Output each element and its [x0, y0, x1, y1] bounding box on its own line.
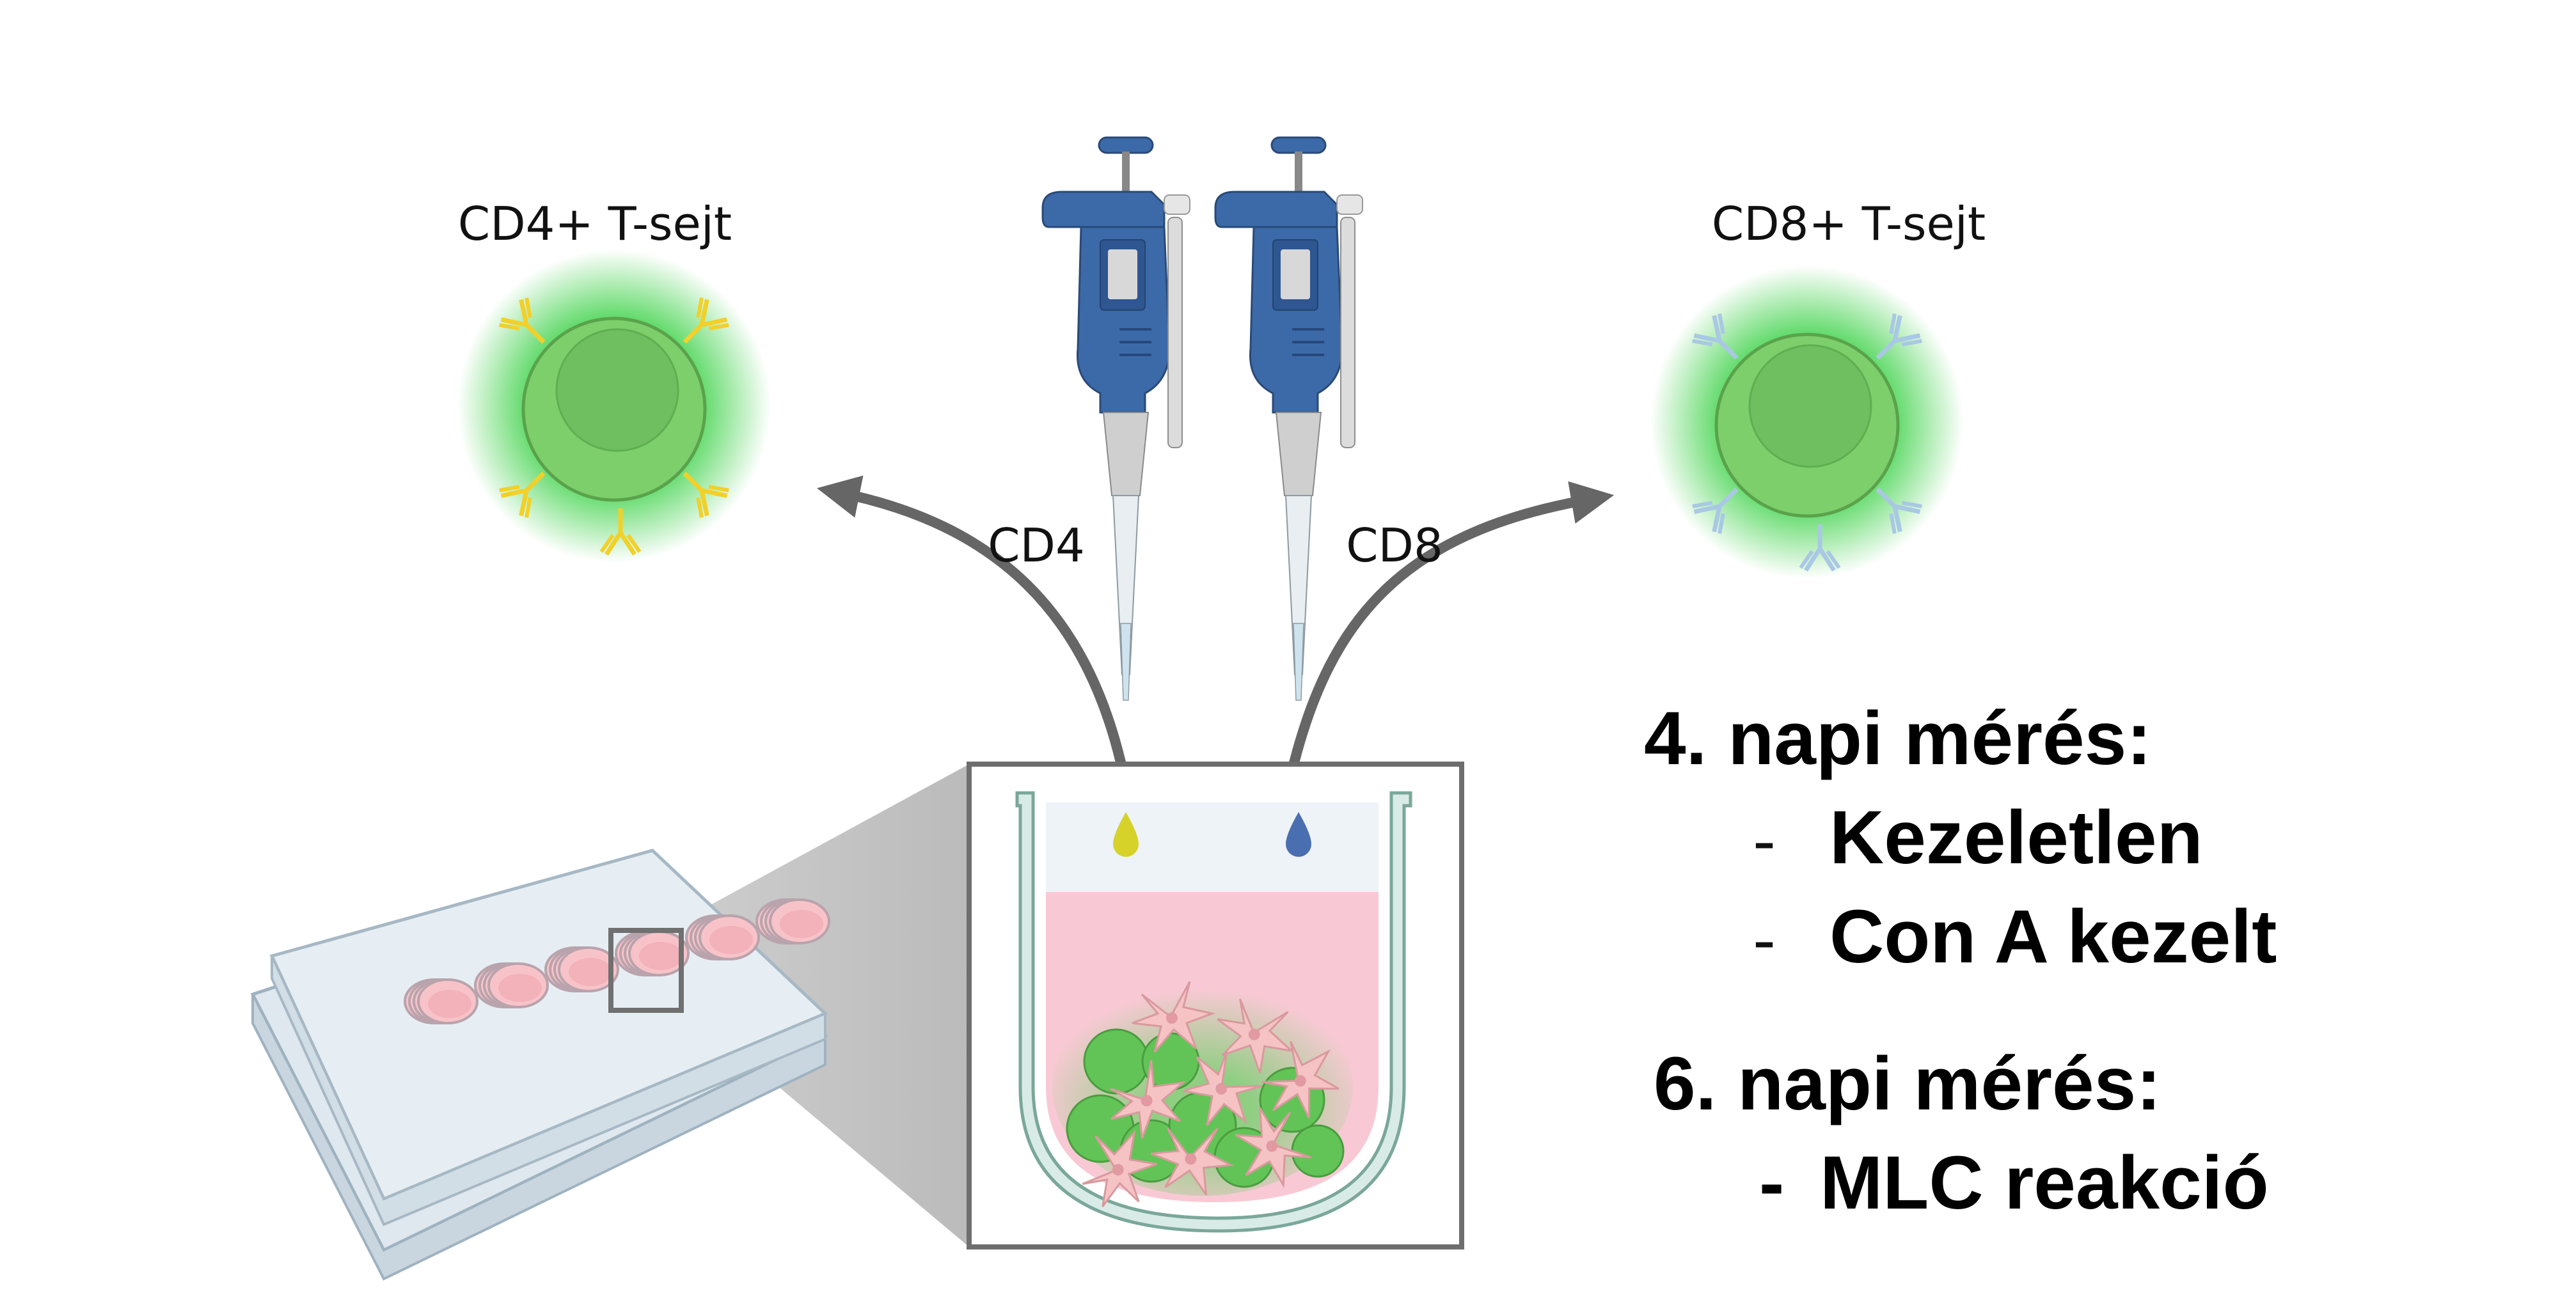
day4-item-2: Con A kezelt	[1829, 895, 2277, 979]
cd4-cell-label: CD4+ T-sejt	[458, 197, 732, 251]
zoom-box	[608, 928, 684, 1013]
arrow-to-cd8	[1287, 481, 1615, 772]
day4-item-1: Kezeletlen	[1829, 795, 2203, 880]
day6-item-1: MLC reakció	[1820, 1141, 2269, 1225]
measurement-notes: 4. napi mérés: - Kezeletlen - Con A keze…	[1644, 696, 2277, 1225]
day6-title: 6. napi mérés:	[1654, 1042, 2161, 1126]
plate-well-liquid	[709, 926, 753, 954]
day6-item-1-bullet: -	[1759, 1141, 1784, 1225]
plate-well-liquid	[639, 942, 683, 970]
day4-title: 4. napi mérés:	[1644, 696, 2152, 781]
plate-well-liquid	[428, 990, 471, 1018]
pipette-cd8	[1214, 136, 1364, 701]
cd8-pipette-label: CD8	[1346, 519, 1443, 572]
day4-item-1-bullet: -	[1753, 804, 1776, 879]
pipette-cd4	[1041, 136, 1191, 701]
plate-well-liquid	[569, 958, 612, 986]
cd4-pipette-label: CD4	[988, 519, 1085, 572]
plate-well-liquid	[780, 910, 823, 938]
yellow-drop	[1113, 812, 1139, 857]
t-cells-in-well	[1066, 1028, 1345, 1188]
cd4-t-cell	[457, 249, 771, 563]
blue-drop	[1286, 812, 1311, 857]
arrow-to-cd4	[817, 475, 1128, 772]
plate-wells	[404, 898, 830, 1024]
cd8-cell-label: CD8+ T-sejt	[1712, 197, 1986, 251]
day4-item-2-bullet: -	[1753, 903, 1776, 978]
cd8-t-cell	[1650, 265, 1964, 579]
well-cross-section	[1015, 791, 1412, 1233]
plate-well-liquid	[498, 974, 542, 1002]
